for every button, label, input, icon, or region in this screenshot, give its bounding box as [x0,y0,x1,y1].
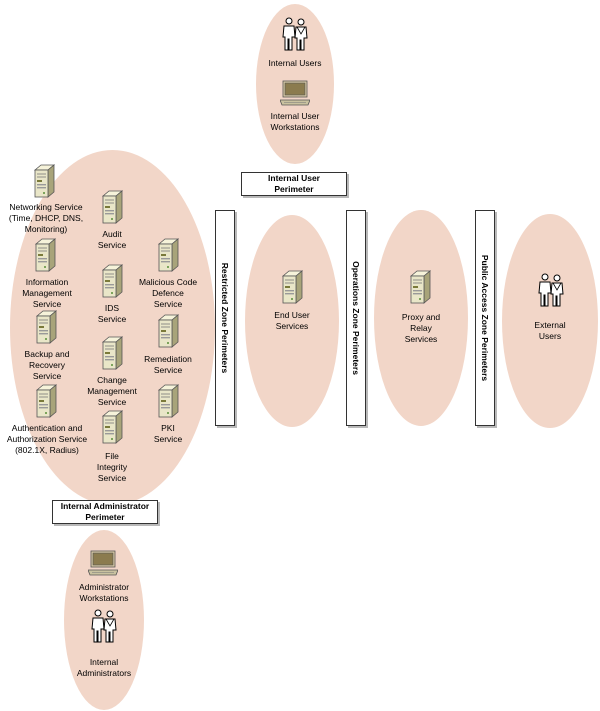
restricted-zone-perimeter: Restricted Zone Perimeters [215,210,235,426]
backup-service-label: Backup and Recovery Service [24,349,70,381]
pki-service-label: PKI Service [153,423,183,444]
ids-server-icon [100,264,124,298]
pki-server-icon [156,384,180,418]
internal-users-label: Internal Users [268,58,322,68]
networking-service-label: Networking Service (Time, DHCP, DNS, Mon… [8,202,84,234]
internal-user-workstation-icon [280,80,310,106]
operations-zone-perimeter: Operations Zone Perimeters [346,210,366,426]
internal-user-perimeter: Internal User Perimeter [241,172,347,196]
malicious-code-service-label: Malicious Code Defence Service [138,277,198,309]
remediation-server-icon [156,314,180,348]
end-user-services-zone [245,215,339,427]
remediation-service-label: Remediation Service [144,354,192,375]
proxy-server-icon [408,270,432,304]
external-users-label: External Users [534,320,566,341]
ids-service-label: IDS Service [97,303,127,324]
internal-admins-icon [89,608,119,644]
file-integrity-service-label: File Integrity Service [96,451,128,483]
audit-server-icon [100,190,124,224]
public-access-zone-perimeter: Public Access Zone Perimeters [475,210,495,426]
auth-service-label: Authentication and Authorization Service… [6,423,88,455]
malicious-code-server-icon [156,238,180,272]
audit-service-label: Audit Service [97,229,127,250]
end-user-server-icon [280,270,304,304]
info-mgmt-server-icon [33,238,57,272]
networking-server-icon [32,164,56,198]
internal-admin-perimeter: Internal Administrator Perimeter [52,500,158,524]
change-mgmt-server-icon [100,336,124,370]
internal-users-icon [280,16,310,52]
external-users-zone [502,214,598,428]
info-mgmt-service-label: Information Management Service [22,277,72,309]
backup-server-icon [34,310,58,344]
proxy-relay-services-label: Proxy and Relay Services [401,312,441,344]
operations-zone-perimeter-label: Operations Zone Perimeters [351,261,361,375]
auth-server-icon [34,384,58,418]
change-mgmt-service-label: Change Management Service [87,375,137,407]
internal-admins-label: Internal Administrators [76,657,132,678]
internal-user-workstations-label: Internal User Workstations [270,111,320,132]
proxy-relay-zone [374,210,468,426]
external-users-icon [536,272,566,308]
end-user-services-label: End User Services [274,310,310,331]
public-access-zone-perimeter-label: Public Access Zone Perimeters [480,254,490,382]
admin-workstations-label: Administrator Workstations [78,582,130,603]
restricted-zone-perimeter-label: Restricted Zone Perimeters [220,262,230,374]
admin-workstation-icon [88,550,118,576]
file-integrity-server-icon [100,410,124,444]
